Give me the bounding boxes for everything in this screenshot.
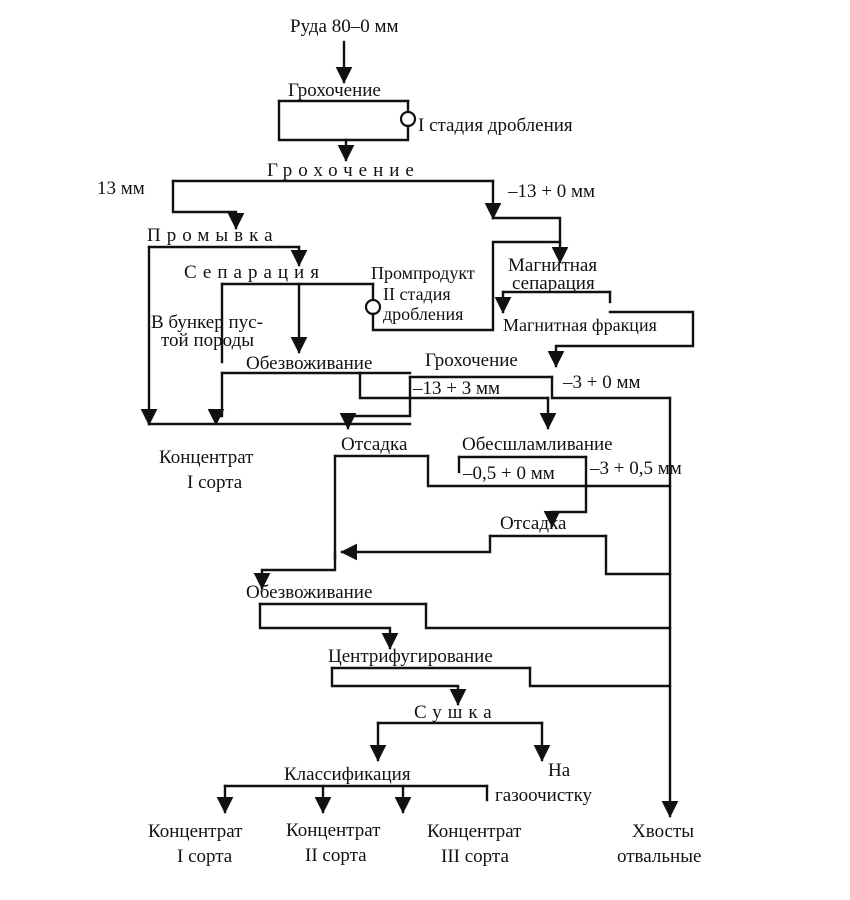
crushing1-label: I стадия дробления xyxy=(418,115,573,136)
flow-line xyxy=(604,534,672,576)
flow-line xyxy=(426,454,672,488)
screening3-label: Грохочение xyxy=(425,350,518,371)
jigging1-label: Отсадка xyxy=(341,434,408,455)
fraction-minus3-0-label: –3 + 0 мм xyxy=(562,372,641,393)
magnetic-fraction-label: Магнитная фракция xyxy=(503,315,657,335)
concentrate-top-label-line2: I сорта xyxy=(187,472,243,493)
flow-line xyxy=(340,534,492,561)
fraction-minus13-0-label: –13 + 0 мм xyxy=(507,181,595,202)
magnetic-separation-label-line1: Магнитная xyxy=(508,255,597,276)
crushing2-label-line1: II стадия xyxy=(383,284,451,304)
screening2-label: Грохочение xyxy=(267,160,420,181)
classification-label: Классификация xyxy=(284,764,411,785)
crusher-symbol xyxy=(399,110,417,128)
tailings-label-line1: Хвосты xyxy=(632,821,694,842)
centrifuging-label: Центрифугирование xyxy=(328,646,493,667)
flow-line xyxy=(543,484,588,528)
concentrate-grade2-label-line1: Концентрат xyxy=(286,820,381,841)
flow-line xyxy=(330,666,467,706)
ore-label: Руда 80–0 мм xyxy=(290,16,399,37)
flow-line xyxy=(253,550,337,590)
dewatering2-label: Обезвоживание xyxy=(246,582,372,603)
flow-line xyxy=(550,375,672,400)
node-labels: Руда 80–0 мм Грохочение I стадия дроблен… xyxy=(97,16,701,867)
concentrate-grade1-label-line1: Концентрат xyxy=(148,821,243,842)
crushing2-label-line2: дробления xyxy=(383,304,463,324)
desliming-label: Обесшламливание xyxy=(462,434,613,455)
flow-line xyxy=(424,602,672,630)
washing-label: Промывка xyxy=(147,225,279,246)
separation-label: Сепарация xyxy=(184,262,325,283)
flow-line xyxy=(277,99,348,142)
flow-line xyxy=(339,375,412,430)
jigging2-label: Отсадка xyxy=(500,513,567,534)
crusher-symbol xyxy=(364,298,382,316)
concentrate-grade2-label-line2: II сорта xyxy=(305,845,367,866)
drying-label: Сушка xyxy=(414,702,498,723)
concentrate-top-label-line1: Концентрат xyxy=(159,447,254,468)
flow-line xyxy=(491,216,569,264)
gas-cleaning-label-line1: На xyxy=(548,760,571,781)
flow-line xyxy=(214,371,224,418)
fraction-minus13-3-label: –13 + 3 мм xyxy=(412,378,500,399)
middlings-label: Промпродукт xyxy=(371,263,475,283)
screening1-label: Грохочение xyxy=(288,80,381,101)
flow-line xyxy=(528,666,672,688)
waste-bunker-label-line2: той породы xyxy=(161,330,254,351)
tailings-label-line2: отвальные xyxy=(617,846,701,867)
waste-bunker-label-line1: В бункер пус- xyxy=(151,312,263,333)
flow-lines xyxy=(140,40,695,818)
concentrate-grade3-label-line1: Концентрат xyxy=(427,821,522,842)
concentrate-grade1-label-line2: I сорта xyxy=(177,846,233,867)
fraction-13-label: 13 мм xyxy=(97,178,145,199)
magnetic-separation-label-line2: сепарация xyxy=(512,273,595,294)
flow-line xyxy=(547,310,695,368)
fraction-minus05-0-label: –0,5 + 0 мм xyxy=(462,463,555,484)
flow-line xyxy=(171,179,245,230)
gas-cleaning-label-line2: газоочистку xyxy=(495,785,593,806)
flow-line xyxy=(358,371,550,400)
dewatering1-label: Обезвоживание xyxy=(246,353,372,374)
concentrate-grade3-label-line2: III сорта xyxy=(441,846,509,867)
fraction-minus3-05-label: –3 + 0,5 мм xyxy=(589,458,682,479)
flow-line xyxy=(258,602,399,650)
flow-line xyxy=(344,124,410,142)
flow-line xyxy=(371,240,562,332)
